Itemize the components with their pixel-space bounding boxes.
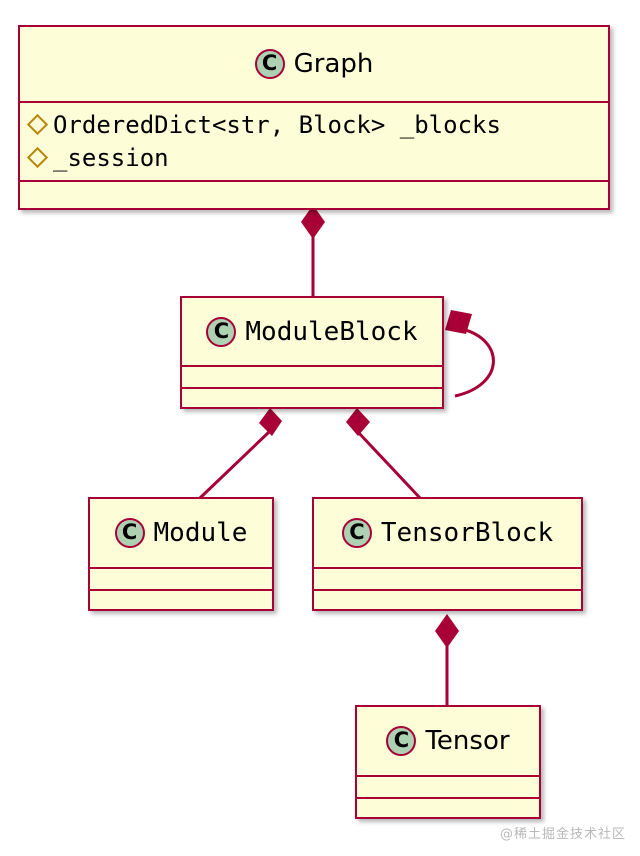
class-methods-moduleblock bbox=[182, 387, 442, 407]
composition-diamond-tensorblock bbox=[346, 408, 370, 436]
class-box-module[interactable]: C Module bbox=[88, 497, 274, 611]
class-name-tensorblock: TensorBlock bbox=[380, 518, 554, 548]
class-methods-tensorblock bbox=[314, 589, 581, 609]
class-name-tensor: Tensor bbox=[425, 726, 510, 756]
class-name-moduleblock: ModuleBlock bbox=[245, 316, 418, 347]
class-icon: C bbox=[114, 518, 145, 548]
class-name-graph: Graph bbox=[293, 49, 374, 79]
composition-diamond-graph bbox=[301, 205, 325, 239]
edge-moduleblock-tensorblock bbox=[356, 430, 422, 500]
class-methods-graph bbox=[20, 180, 608, 208]
class-attributes-tensorblock bbox=[314, 567, 581, 589]
attribute-text: _session bbox=[53, 143, 169, 172]
attribute-row: _session bbox=[26, 141, 598, 174]
attribute-row: OrderedDict<str, Block> _blocks bbox=[26, 108, 598, 141]
edge-moduleblock-module bbox=[198, 430, 271, 500]
class-attributes-graph: OrderedDict<str, Block> _blocks _session bbox=[20, 101, 608, 180]
class-title-moduleblock: C ModuleBlock bbox=[182, 298, 442, 365]
class-box-graph[interactable]: C Graph OrderedDict<str, Block> _blocks … bbox=[18, 25, 610, 210]
class-icon: C bbox=[254, 49, 285, 79]
class-title-tensor: C Tensor bbox=[357, 707, 539, 775]
visibility-diamond-icon bbox=[26, 113, 49, 136]
class-title-graph: C Graph bbox=[20, 27, 608, 101]
class-methods-module bbox=[90, 589, 272, 609]
class-name-module: Module bbox=[153, 518, 248, 548]
attribute-text: OrderedDict<str, Block> _blocks bbox=[53, 110, 501, 139]
class-icon: C bbox=[341, 518, 372, 548]
class-box-tensor[interactable]: C Tensor bbox=[355, 705, 541, 819]
class-title-tensorblock: C TensorBlock bbox=[314, 499, 581, 567]
class-icon: C bbox=[386, 726, 417, 756]
class-attributes-tensor bbox=[357, 775, 539, 797]
class-box-moduleblock[interactable]: C ModuleBlock bbox=[180, 296, 444, 409]
composition-diamond-moduleblock-self bbox=[445, 310, 472, 334]
composition-diamond-tensor bbox=[435, 614, 459, 648]
visibility-diamond-icon bbox=[26, 146, 49, 169]
class-attributes-moduleblock bbox=[182, 365, 442, 387]
class-methods-tensor bbox=[357, 797, 539, 817]
class-icon: C bbox=[206, 316, 237, 347]
class-title-module: C Module bbox=[90, 499, 272, 567]
composition-diamond-module bbox=[259, 408, 282, 436]
class-box-tensorblock[interactable]: C TensorBlock bbox=[312, 497, 583, 611]
edge-moduleblock-self bbox=[454, 327, 495, 398]
class-attributes-module bbox=[90, 567, 272, 589]
watermark: @稀土掘金技术社区 bbox=[499, 827, 626, 842]
